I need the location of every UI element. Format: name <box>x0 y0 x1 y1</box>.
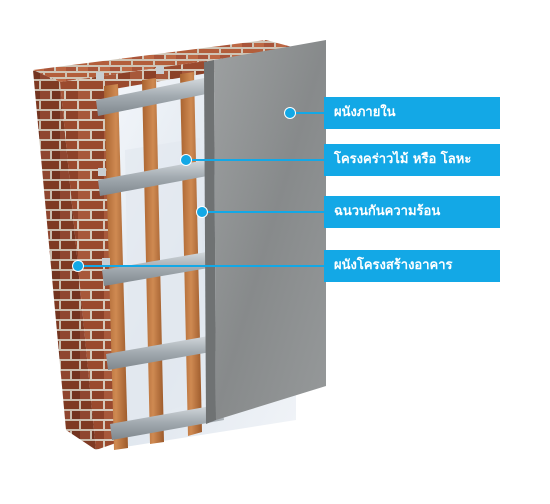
interior-board <box>214 40 326 420</box>
anchor-dot <box>196 206 208 218</box>
metal-rail <box>106 334 222 370</box>
metal-rail <box>110 404 224 440</box>
leader-line <box>202 211 324 213</box>
leader-line <box>290 112 324 114</box>
anchor-dot <box>284 107 296 119</box>
anchor-dot <box>72 260 84 272</box>
brick-wall-top <box>33 40 296 82</box>
clip <box>98 168 106 176</box>
leader-line <box>186 159 324 161</box>
brick-wall-side <box>33 70 96 450</box>
metal-rail <box>98 158 218 196</box>
clip <box>156 66 164 74</box>
anchor-dot <box>180 154 192 166</box>
clip <box>96 72 104 80</box>
callout-structural-wall: ผนังโครงสร้างอาคาร <box>324 250 500 282</box>
clip <box>102 258 110 266</box>
metal-rail <box>102 250 220 286</box>
callout-insulation: ฉนวนกันความร้อน <box>324 196 500 228</box>
callout-stud-frame: โครงคร่าวไม้ หรือ โลหะ <box>324 144 500 176</box>
callout-interior-wall: ผนังภายใน <box>324 97 500 129</box>
metal-rail <box>96 76 216 116</box>
leader-line <box>78 265 324 267</box>
interior-board-edge <box>204 60 216 424</box>
